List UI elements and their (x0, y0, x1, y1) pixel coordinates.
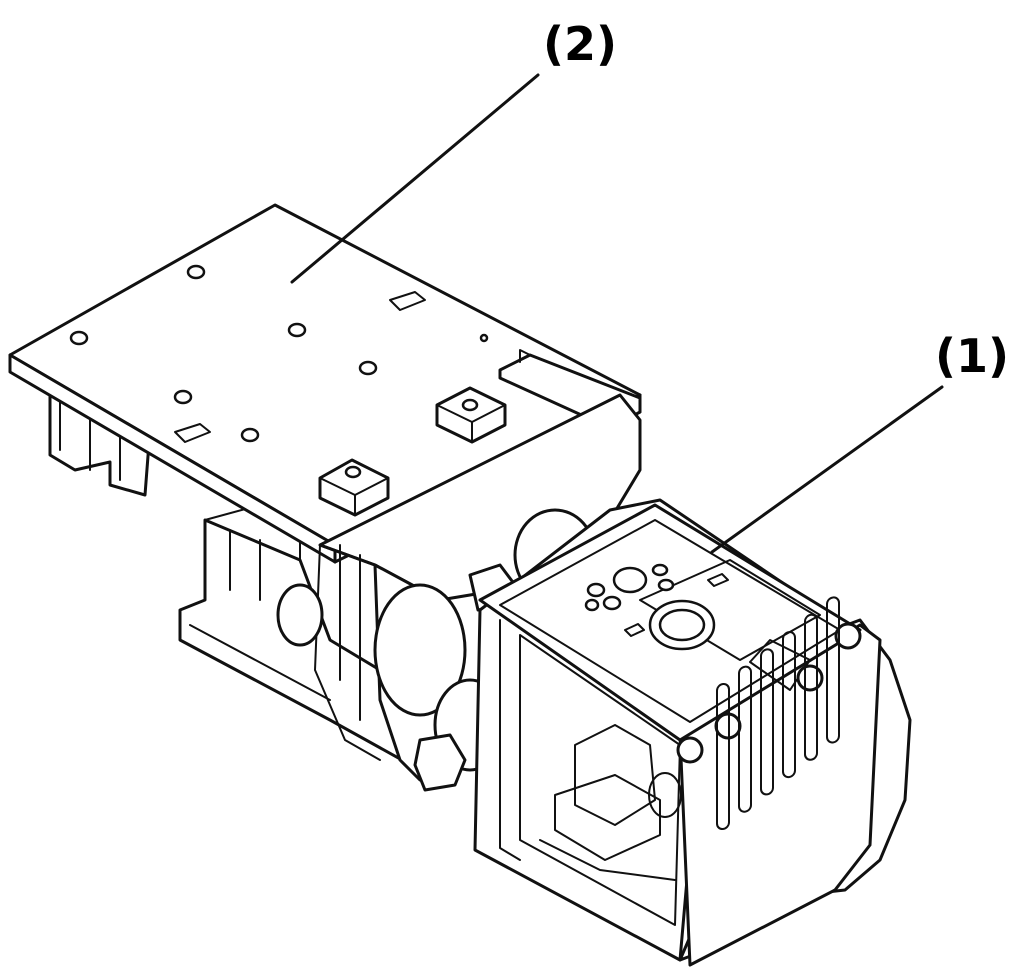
plate-assembly (8, 203, 642, 792)
cube-housing (473, 498, 912, 967)
vent-slots (716, 596, 840, 831)
leader-line-1 (710, 385, 944, 554)
label-part-2: (2) (543, 17, 617, 71)
bracket-lower (318, 458, 390, 517)
bracket-upper (435, 386, 507, 444)
leader-line-2 (290, 73, 540, 284)
label-part-1: (1) (935, 329, 1009, 383)
